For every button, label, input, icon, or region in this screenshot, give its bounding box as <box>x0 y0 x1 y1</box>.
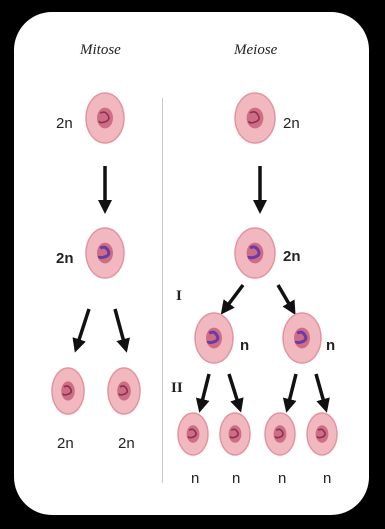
meiosis-dividing-ploidy: 2n <box>283 248 301 265</box>
mitosis-dividing-ploidy: 2n <box>56 250 74 267</box>
mitosis-arrow-to-daughter-2 <box>115 309 125 346</box>
mitosis-arrow-to-daughter-1 <box>77 309 89 346</box>
meiosis-division-I-label: I <box>176 288 182 305</box>
meiosis-arrow-I-right <box>278 285 292 309</box>
meiosis-second-division-1-ploidy: n <box>191 470 199 487</box>
meiosis-first-division-cell-1 <box>194 312 234 369</box>
meiosis-dividing-cell <box>234 227 276 284</box>
meiosis-arrow-II-2 <box>229 374 239 406</box>
meiosis-arrow-II-4 <box>316 374 325 406</box>
meiosis-second-division-cell-1 <box>177 412 209 461</box>
meiosis-second-division-cell-2 <box>219 412 251 461</box>
meiosis-parent-cell <box>234 92 276 149</box>
meiosis-parent-ploidy: 2n <box>283 115 300 132</box>
meiosis-second-division-2-ploidy: n <box>232 470 240 487</box>
meiosis-arrow-II-3 <box>288 374 296 406</box>
meiosis-second-division-cell-3 <box>264 412 296 461</box>
mitosis-parent-cell <box>85 92 125 149</box>
meiosis-arrow-I-left <box>225 285 243 309</box>
mitosis-daughter-cell-1 <box>51 367 85 420</box>
meiosis-arrow-II-1 <box>201 374 209 406</box>
mitosis-daughter-2-ploidy: 2n <box>118 435 135 452</box>
meiosis-first-division-cell-2 <box>282 312 322 369</box>
mitosis-dividing-cell <box>85 227 125 284</box>
mitosis-parent-ploidy: 2n <box>56 115 73 132</box>
diagram-card: Mitose Meiose 2n 2n 2n 2n 2n 2 <box>14 12 369 515</box>
meiosis-first-division-2-ploidy: n <box>326 337 335 354</box>
meiosis-second-division-cell-4 <box>306 412 338 461</box>
meiosis-second-division-3-ploidy: n <box>278 470 286 487</box>
mitosis-daughter-cell-2 <box>107 367 141 420</box>
meiosis-second-division-4-ploidy: n <box>323 470 331 487</box>
mitosis-daughter-1-ploidy: 2n <box>57 435 74 452</box>
meiosis-division-II-label: II <box>171 380 183 397</box>
meiosis-first-division-1-ploidy: n <box>240 337 249 354</box>
